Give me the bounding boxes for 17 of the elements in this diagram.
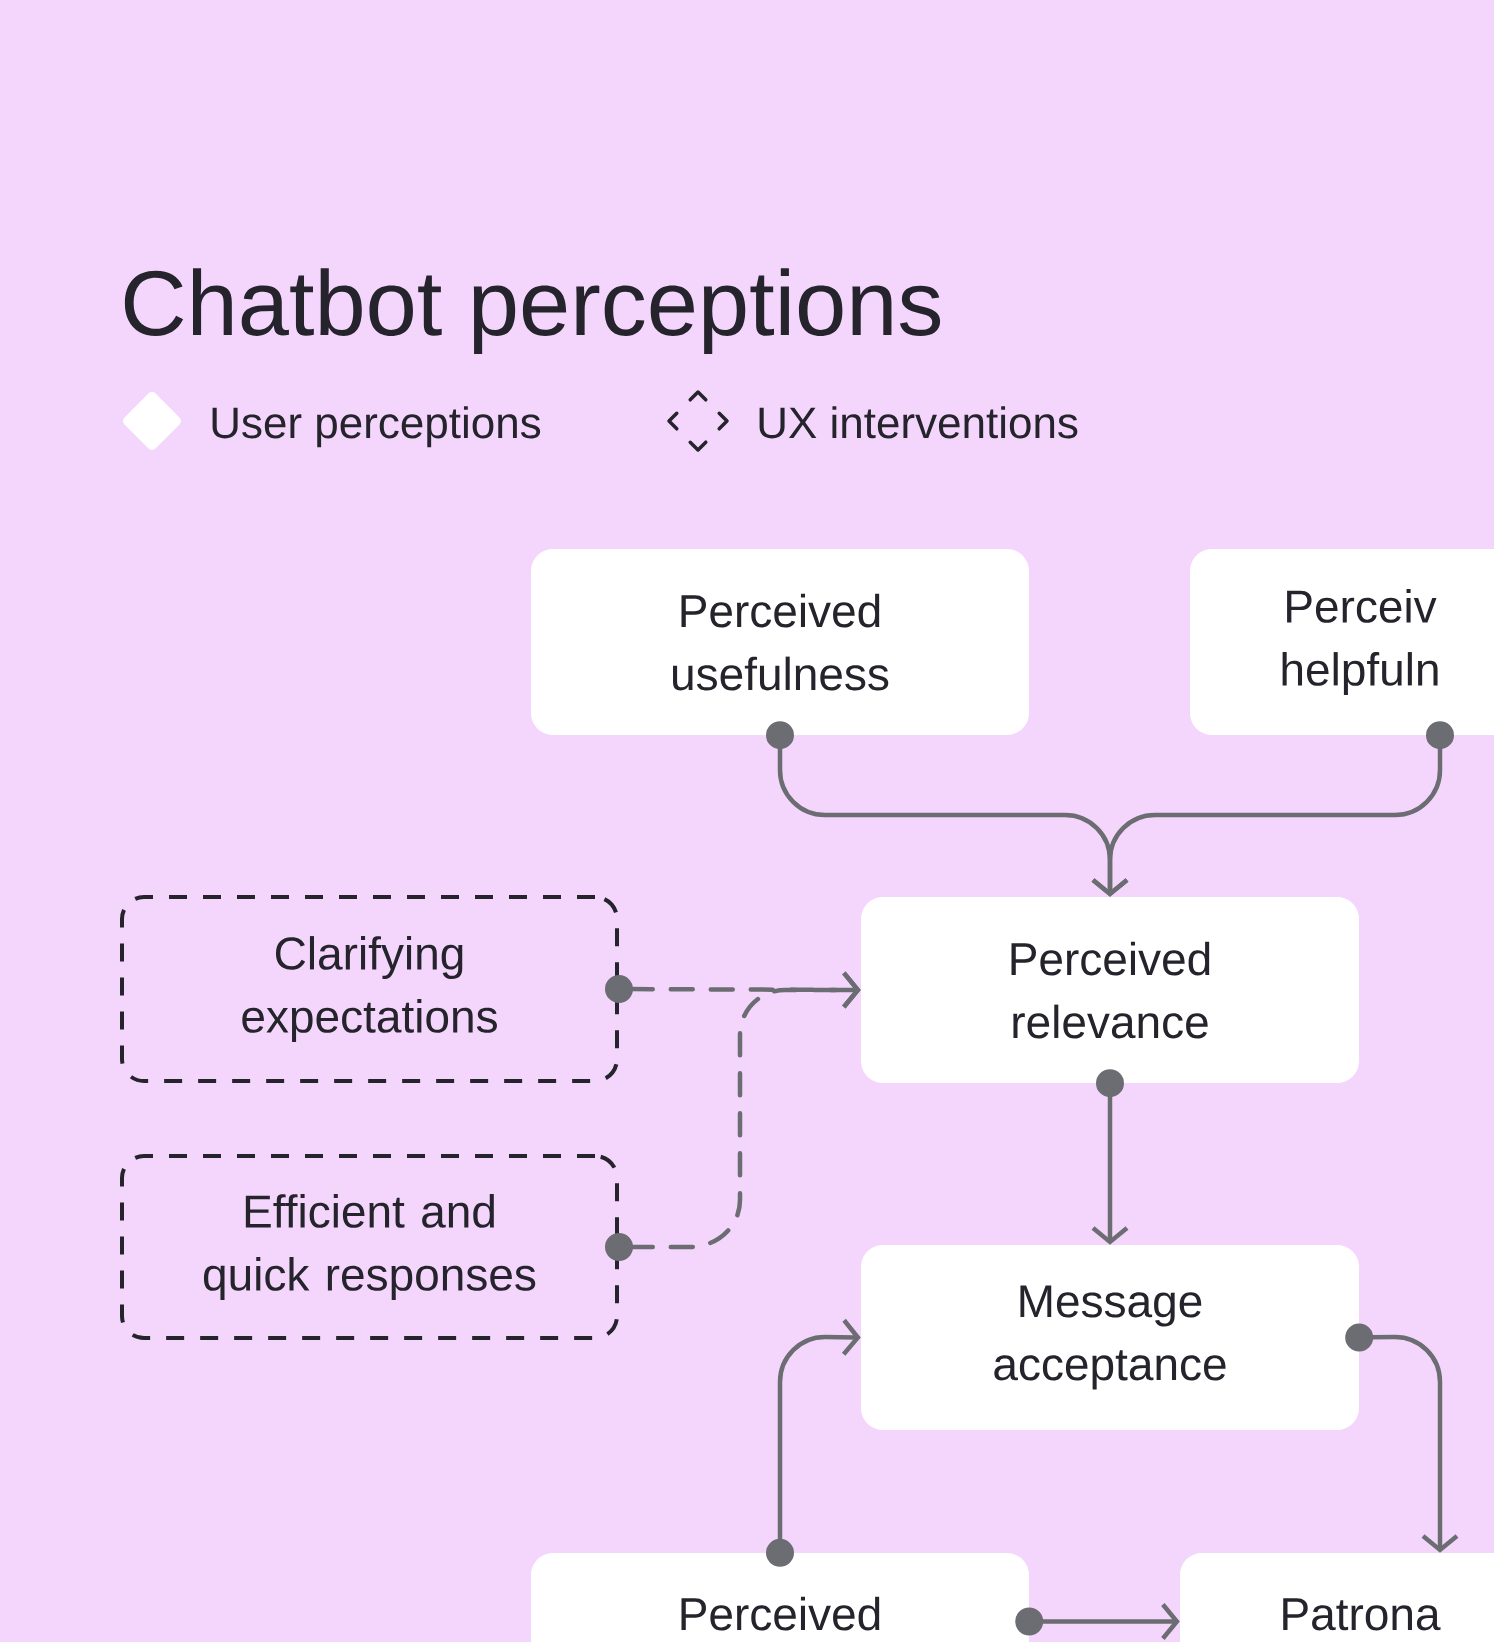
perception-box: Perceived bbox=[531, 1553, 1029, 1642]
connector-arrow bbox=[1091, 721, 1454, 897]
intervention-box: Clarifying expectations bbox=[120, 895, 619, 1083]
legend-label: User perceptions bbox=[212, 406, 541, 448]
connector-arrow bbox=[1091, 1069, 1129, 1245]
title: Chatbot perceptions bbox=[124, 268, 941, 355]
perception-box: Perceiv helpfuln bbox=[1190, 549, 1494, 735]
connector-arrow bbox=[766, 1318, 861, 1567]
perception-box: Patrona bbox=[1180, 1553, 1494, 1642]
connector-arrow bbox=[1015, 1603, 1180, 1640]
perception-box: Message acceptance bbox=[861, 1245, 1359, 1430]
connector-arrow bbox=[605, 971, 861, 1261]
legend-label: UX interventions bbox=[759, 406, 1078, 439]
intervention-box: Efficient and quick responses bbox=[120, 1154, 619, 1340]
perception-box: Perceived usefulness bbox=[531, 549, 1029, 735]
connector-arrow bbox=[1345, 1323, 1459, 1553]
perception-box: Perceived relevance bbox=[861, 897, 1359, 1083]
